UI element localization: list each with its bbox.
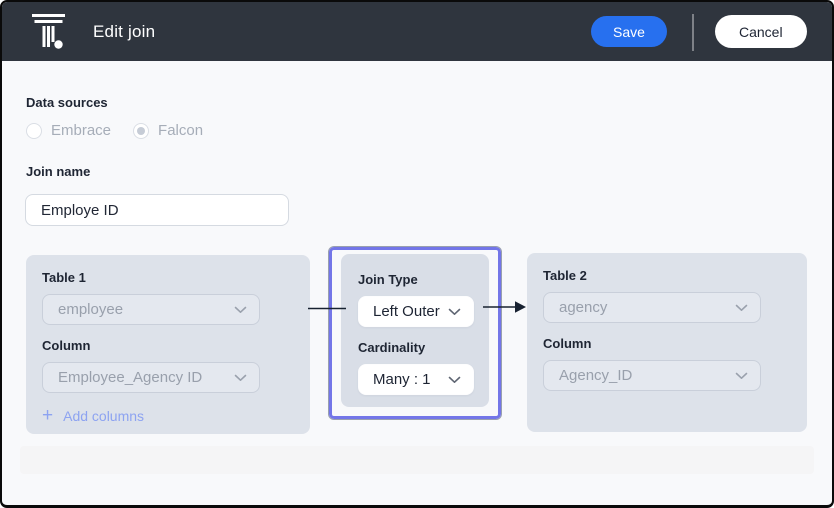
- join-name-label: Join name: [26, 164, 91, 179]
- table1-select-value: employee: [58, 301, 124, 318]
- table2-column-value: Agency_ID: [559, 367, 633, 384]
- table2-panel: Table 2 agency Column Agency_ID: [527, 253, 807, 432]
- join-settings-highlight-box: Join Type Left Outer Cardinality Many : …: [329, 247, 501, 419]
- save-button[interactable]: Save: [591, 16, 667, 47]
- radio-embrace-label: Embrace: [51, 122, 112, 139]
- table1-label: Table 1: [42, 270, 86, 285]
- plus-icon: +: [42, 405, 54, 426]
- table1-column-value: Employee_Agency ID: [58, 369, 203, 386]
- radio-unchecked-icon: [26, 122, 42, 139]
- chevron-down-icon: [735, 372, 748, 380]
- add-columns-label: Add columns: [63, 408, 145, 424]
- chevron-down-icon: [234, 374, 247, 382]
- join-type-label: Join Type: [358, 272, 418, 287]
- thoughtspot-logo-icon: [32, 13, 65, 50]
- table2-select-value: agency: [559, 299, 608, 316]
- chevron-down-icon: [735, 304, 748, 312]
- chevron-down-icon: [448, 376, 461, 384]
- cardinality-label: Cardinality: [358, 340, 426, 355]
- join-type-value: Left Outer: [373, 303, 440, 320]
- page-title: Edit join: [93, 21, 156, 41]
- header-bar: Edit join Save Cancel: [2, 2, 832, 61]
- table2-column-select[interactable]: Agency_ID: [543, 360, 761, 391]
- data-sources-label: Data sources: [26, 95, 108, 110]
- connector-line-left: [308, 307, 346, 310]
- radio-falcon[interactable]: Falcon: [133, 122, 203, 139]
- cardinality-value: Many : 1: [373, 371, 431, 388]
- table2-label: Table 2: [543, 268, 587, 283]
- join-type-select[interactable]: Left Outer: [358, 296, 474, 327]
- cancel-button[interactable]: Cancel: [715, 15, 807, 48]
- header-divider: [692, 14, 694, 51]
- radio-checked-icon: [133, 122, 150, 139]
- table1-panel: Table 1 employee Column Employee_Agency …: [26, 255, 310, 434]
- radio-falcon-label: Falcon: [158, 122, 204, 139]
- table1-column-label: Column: [42, 338, 91, 353]
- join-settings-panel: Join Type Left Outer Cardinality Many : …: [341, 254, 489, 407]
- radio-embrace[interactable]: Embrace: [26, 122, 111, 139]
- table1-column-select[interactable]: Employee_Agency ID: [42, 362, 260, 393]
- join-name-input[interactable]: [25, 194, 289, 226]
- footer-strip: [20, 446, 814, 474]
- connector-arrow-right: [483, 301, 526, 313]
- add-columns-button[interactable]: + Add columns: [42, 405, 294, 426]
- chevron-down-icon: [448, 308, 461, 316]
- chevron-down-icon: [234, 306, 247, 314]
- table1-select[interactable]: employee: [42, 294, 260, 325]
- cardinality-select[interactable]: Many : 1: [358, 364, 474, 395]
- data-sources-radio-group: Embrace Falcon: [26, 122, 203, 139]
- table2-select[interactable]: agency: [543, 292, 761, 323]
- table2-column-label: Column: [543, 336, 592, 351]
